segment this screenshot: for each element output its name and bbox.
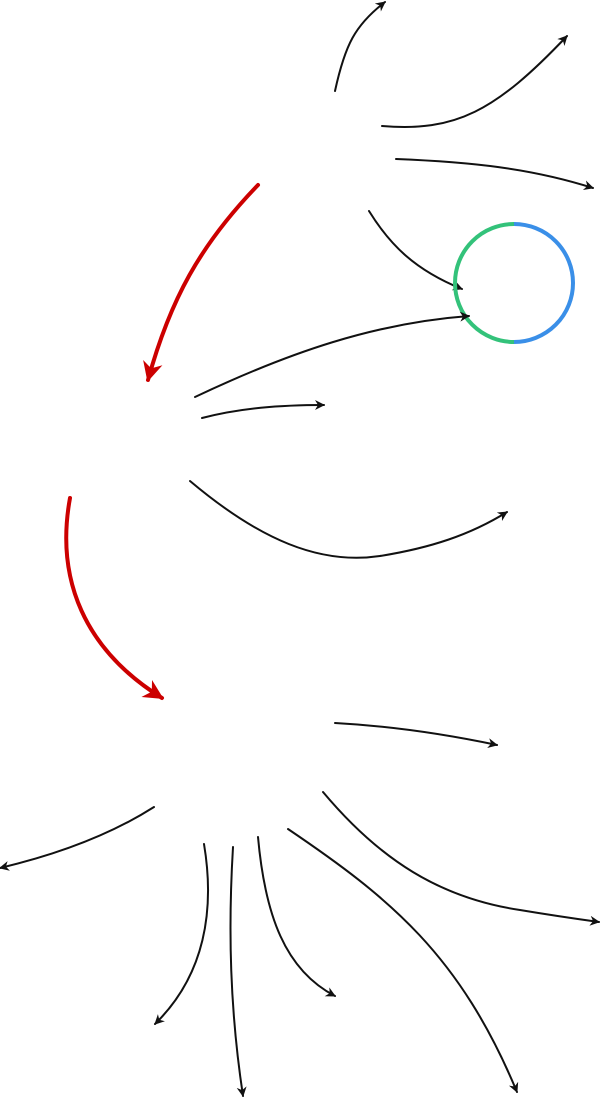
- arrow-middle-short: [201, 400, 325, 419]
- arrow-top-up: [334, 1, 386, 92]
- bottom-cluster: [0, 722, 600, 1097]
- arrow-middle-to-circle: [194, 311, 470, 398]
- arrow-bottom-down-left: [154, 843, 209, 1025]
- arrow-middle-curve: [189, 480, 508, 559]
- arrow-top-upper-right: [381, 35, 568, 128]
- arrow-top-to-circle: [368, 210, 463, 291]
- arrow-bottom-long-down-right: [287, 828, 519, 1093]
- arrow-bottom-left: [0, 806, 155, 871]
- arrow-top-right: [395, 158, 594, 191]
- arrow-bottom-down: [229, 846, 247, 1097]
- circle-right-arc: [513, 222, 575, 344]
- arrow-bottom-right: [334, 722, 498, 749]
- arrow-bottom-down-right: [257, 836, 336, 997]
- two-color-circle: [453, 222, 575, 344]
- arrow-bottom-long-right: [322, 791, 600, 926]
- top-cluster: [143, 1, 594, 382]
- middle-cluster: [64, 311, 508, 700]
- circle-left-arc: [453, 222, 515, 344]
- emphasis-arrow-second: [64, 496, 164, 700]
- emphasis-arrow-first: [143, 183, 260, 382]
